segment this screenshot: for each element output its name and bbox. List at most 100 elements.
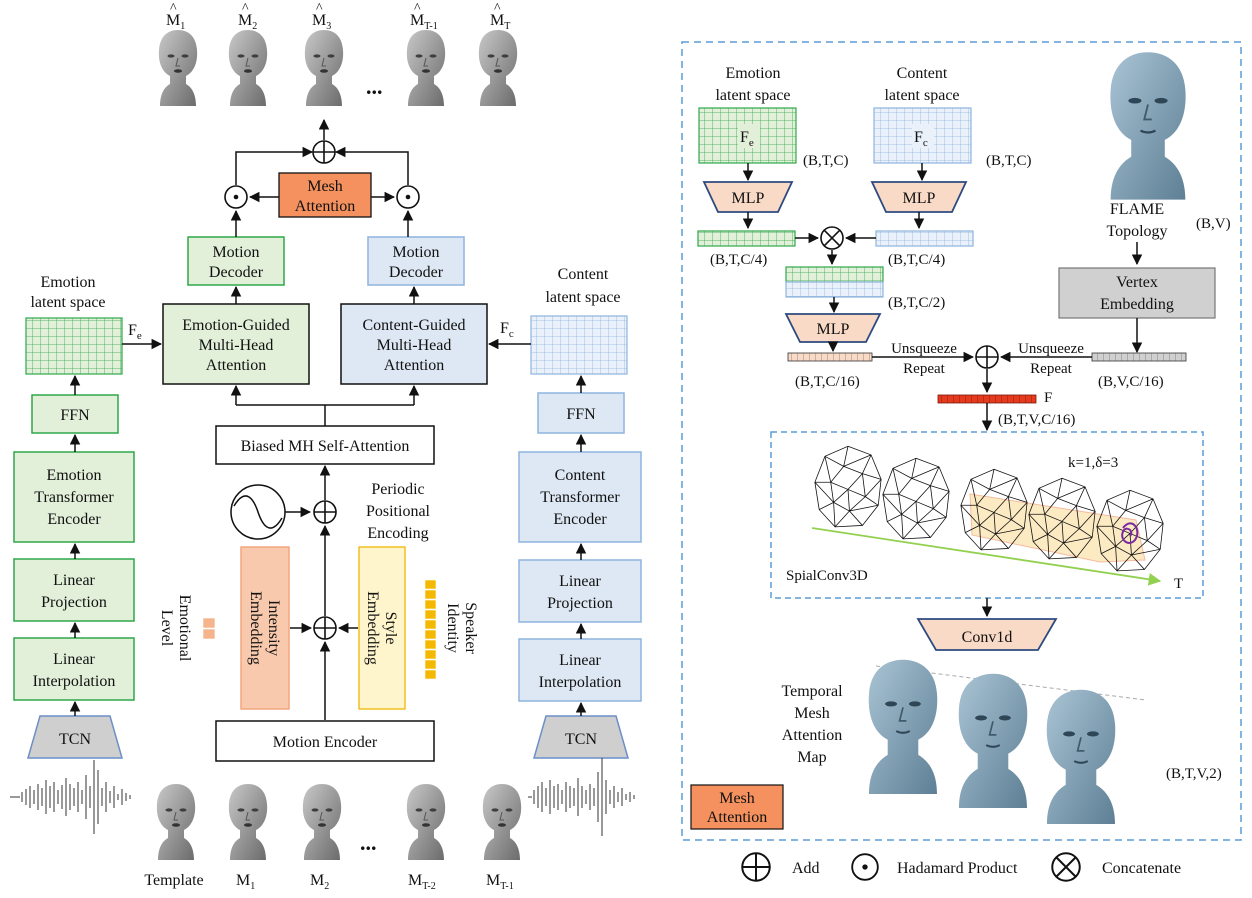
svg-text:Projection: Projection [547,595,613,612]
svg-text:Linear: Linear [559,652,601,669]
svg-text:Linear: Linear [559,573,601,590]
legend-concatenate-icon [1051,852,1081,882]
svg-text:Periodic: Periodic [371,481,424,498]
svg-text:Linear: Linear [53,572,95,589]
mlp-fusion: MLP [784,313,882,343]
right-content-latent-label: Content latent space [884,65,959,104]
template-label: Template [144,872,203,889]
svg-text:Attention: Attention [782,727,842,744]
content-guided-attention: Content-Guided Multi-Head Attention [340,303,488,385]
periodic-encoding-icon [230,484,286,540]
concatenated-feature [785,266,884,298]
svg-text:Identity: Identity [444,603,461,653]
audio-waveform-right [528,758,635,836]
input-head-t-1 [482,783,522,861]
vertex-feature-bar [1091,352,1187,362]
shape-bvc16: (B,V,C/16) [1098,374,1164,390]
temporal-head-2 [957,672,1029,810]
content-linear-projection: Linear Projection [518,559,642,623]
input-meshes: ... Template M1 M2 MT-2 MT-1 [144,783,522,892]
content-transformer-encoder: Content Transformer Encoder [518,451,642,543]
svg-text:Level: Level [158,610,175,647]
concatenate-op [820,226,844,250]
input-head-2 [302,783,342,861]
input-ellipsis: ... [360,830,377,855]
svg-text:Interpolation: Interpolation [539,674,622,691]
audio-waveform-left [10,760,131,834]
emotion-reduced-feature [697,230,796,247]
add-op-output [312,140,336,164]
spiral-conv-label: SpialConv3D [786,568,868,584]
svg-text:Motion: Motion [212,244,259,261]
svg-text:Content: Content [897,65,948,82]
svg-text:Temporal: Temporal [781,683,843,700]
legend: Add Hadamard Product Concatenate [741,852,1181,882]
output-label-3: M3 [312,12,331,32]
output-head-1 [158,29,198,107]
emotion-linear-projection: Linear Projection [13,558,135,622]
svg-text:Multi-Head: Multi-Head [199,337,274,354]
svg-text:Emotional: Emotional [176,595,193,662]
style-embedding: Style Embedding [358,546,406,710]
add-op-style [313,616,337,640]
svg-text:Attention: Attention [295,198,355,215]
svg-text:Multi-Head: Multi-Head [377,337,452,354]
mlp-content: MLP [870,181,968,213]
hat-2: ^ [242,1,249,16]
spiral-param-label: k=1,δ=3 [1068,455,1118,471]
svg-text:Attention: Attention [384,357,444,374]
svg-text:FFN: FFN [60,407,90,424]
output-ellipsis: ... [366,74,383,99]
svg-text:Decoder: Decoder [389,264,444,281]
hadamard-op-content [396,185,420,209]
emotion-ffn: FFN [31,394,119,434]
svg-text:Embedding: Embedding [1100,296,1174,313]
svg-text:Encoder: Encoder [47,511,101,528]
emotion-guided-attention: Emotion-Guided Multi-Head Attention [162,303,310,385]
svg-text:MLP: MLP [817,321,850,338]
svg-text:Biased MH Self-Attention: Biased MH Self-Attention [241,438,410,455]
template-head [156,783,196,861]
input-head-1 [228,783,268,861]
ppe-label: Periodic Positional Encoding [366,481,431,542]
content-feature-label: Fc [500,320,514,340]
add-op-vertex [975,345,999,369]
content-shape-btc: (B,T,C) [986,153,1032,169]
svg-text:TCN: TCN [565,731,597,748]
content-tcn: TCN [533,715,629,759]
temporal-head-1 [867,658,939,796]
svg-text:FLAME: FLAME [1110,201,1164,218]
hat-t-1: ^ [414,1,421,16]
repeat-left-label: Repeat [903,361,945,377]
output-label-2: M2 [238,12,257,32]
svg-text:TCN: TCN [59,731,91,748]
hat-1: ^ [170,1,177,16]
svg-text:Mesh: Mesh [794,705,830,722]
legend-hadamard-icon [851,853,879,881]
output-label-t: MT [490,12,510,32]
svg-text:Attention: Attention [206,357,266,374]
svg-text:Transformer: Transformer [34,489,114,506]
legend-hadamard-label: Hadamard Product [897,860,1018,877]
mesh-frame-2 [882,457,950,540]
right-emotion-latent-label: Emotion latent space [715,65,790,104]
svg-text:Projection: Projection [41,594,107,611]
svg-text:Conv1d: Conv1d [962,629,1013,646]
svg-text:Emotion: Emotion [46,467,101,484]
input-label-t-2: MT-2 [408,872,436,892]
svg-text:Encoding: Encoding [367,525,428,542]
svg-text:Linear: Linear [53,651,95,668]
hadamard-op-emotion [224,185,248,209]
svg-text:Embedding: Embedding [364,591,381,665]
emotion-motion-decoder: Motion Decoder [187,236,285,286]
mesh-frame-1 [814,445,882,528]
shape-bv: (B,V) [1196,216,1231,232]
mesh-attention-tag: Mesh Attention [690,784,784,830]
shape-btvc16: (B,T,V,C/16) [998,412,1075,428]
svg-text:MLP: MLP [903,190,936,207]
svg-text:latent space: latent space [30,294,105,311]
svg-text:Emotion: Emotion [725,65,780,82]
unsqueeze-left-label: Unsqueeze [891,341,957,357]
unsqueeze-right-label: Unsqueeze [1018,341,1084,357]
svg-text:Interpolation: Interpolation [33,673,116,690]
